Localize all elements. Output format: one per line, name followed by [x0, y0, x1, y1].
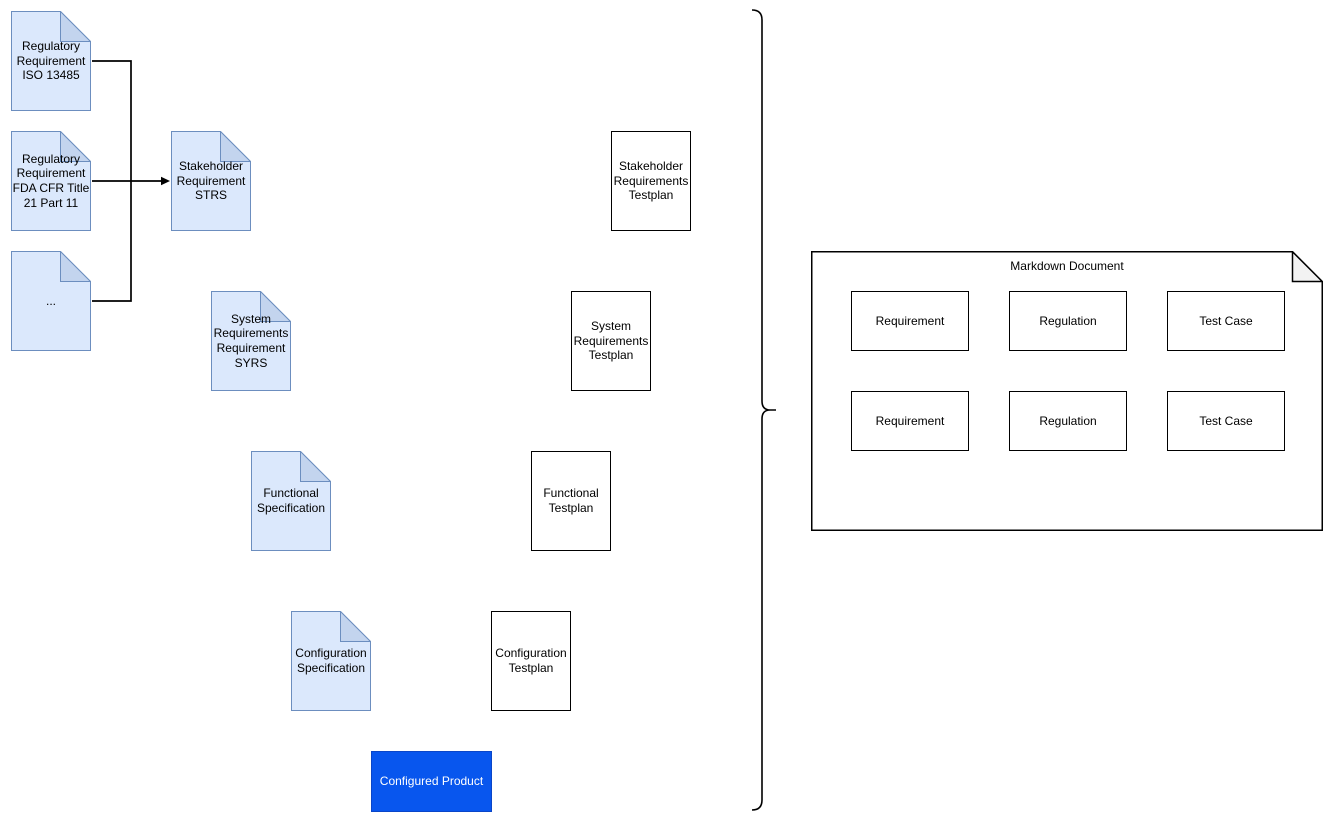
document-label: Configuration Specification: [295, 646, 367, 675]
markdown-cell-label: Test Case: [1199, 314, 1253, 328]
document-regulatory-fda-cfr[interactable]: Regulatory Requirement FDA CFR Title 21 …: [11, 131, 91, 231]
document-system-requirements-syrs[interactable]: System Requirements Requirement SYRS: [211, 291, 291, 391]
document-label: Functional Specification: [256, 486, 326, 515]
testplan-label: System Requirements Testplan: [573, 319, 649, 363]
arrowhead-icon: [161, 176, 170, 186]
markdown-cell-test-case[interactable]: Test Case: [1167, 391, 1285, 451]
markdown-document-title: Markdown Document: [1010, 259, 1124, 273]
testplan-label: Functional Testplan: [543, 486, 599, 515]
configured-product-node[interactable]: Configured Product: [371, 751, 492, 812]
document-stakeholder-requirement-strs[interactable]: Stakeholder Requirement STRS: [171, 131, 251, 231]
markdown-cell-label: Test Case: [1199, 414, 1253, 428]
markdown-cell-requirement[interactable]: Requirement: [851, 291, 969, 351]
document-note-icon: [171, 131, 251, 231]
markdown-cell-test-case[interactable]: Test Case: [1167, 291, 1285, 351]
testplan-label: Configuration Testplan: [495, 646, 567, 675]
markdown-cell-label: Requirement: [875, 314, 945, 328]
testplan-configuration[interactable]: Configuration Testplan: [491, 611, 571, 711]
markdown-cell-label: Regulation: [1039, 414, 1097, 428]
document-configuration-specification[interactable]: Configuration Specification: [291, 611, 371, 711]
markdown-cell-regulation[interactable]: Regulation: [1009, 391, 1127, 451]
markdown-cell-label: Requirement: [875, 414, 945, 428]
document-note-icon: [11, 131, 91, 231]
testplan-label: Stakeholder Requirements Testplan: [613, 159, 689, 203]
connector-bus-line: [92, 60, 132, 302]
testplan-functional[interactable]: Functional Testplan: [531, 451, 611, 551]
document-note-icon: [291, 611, 371, 711]
markdown-document-node[interactable]: Markdown Document Requirement Regulation…: [811, 251, 1323, 531]
document-note-icon: [251, 451, 331, 551]
markdown-cell-requirement[interactable]: Requirement: [851, 391, 969, 451]
document-label: ...: [45, 293, 56, 308]
document-functional-specification[interactable]: Functional Specification: [251, 451, 331, 551]
document-note-icon: [11, 251, 91, 351]
document-note-icon: [11, 11, 91, 111]
curly-brace: [751, 9, 776, 811]
product-rect-icon: [371, 751, 492, 812]
document-label: Stakeholder Requirement STRS: [176, 159, 246, 203]
testplan-system-requirements[interactable]: System Requirements Testplan: [571, 291, 651, 391]
document-label: Regulatory Requirement FDA CFR Title 21 …: [12, 151, 90, 210]
document-label: System Requirements Requirement SYRS: [213, 311, 289, 370]
document-note-icon: [211, 291, 291, 391]
markdown-cell-regulation[interactable]: Regulation: [1009, 291, 1127, 351]
document-label: Regulatory Requirement ISO 13485: [16, 39, 86, 83]
configured-product-label: Configured Product: [379, 774, 484, 789]
testplan-stakeholder-requirements[interactable]: Stakeholder Requirements Testplan: [611, 131, 691, 231]
document-ellipsis[interactable]: ...: [11, 251, 91, 351]
markdown-cell-label: Regulation: [1039, 314, 1097, 328]
document-regulatory-iso-13485[interactable]: Regulatory Requirement ISO 13485: [11, 11, 91, 111]
